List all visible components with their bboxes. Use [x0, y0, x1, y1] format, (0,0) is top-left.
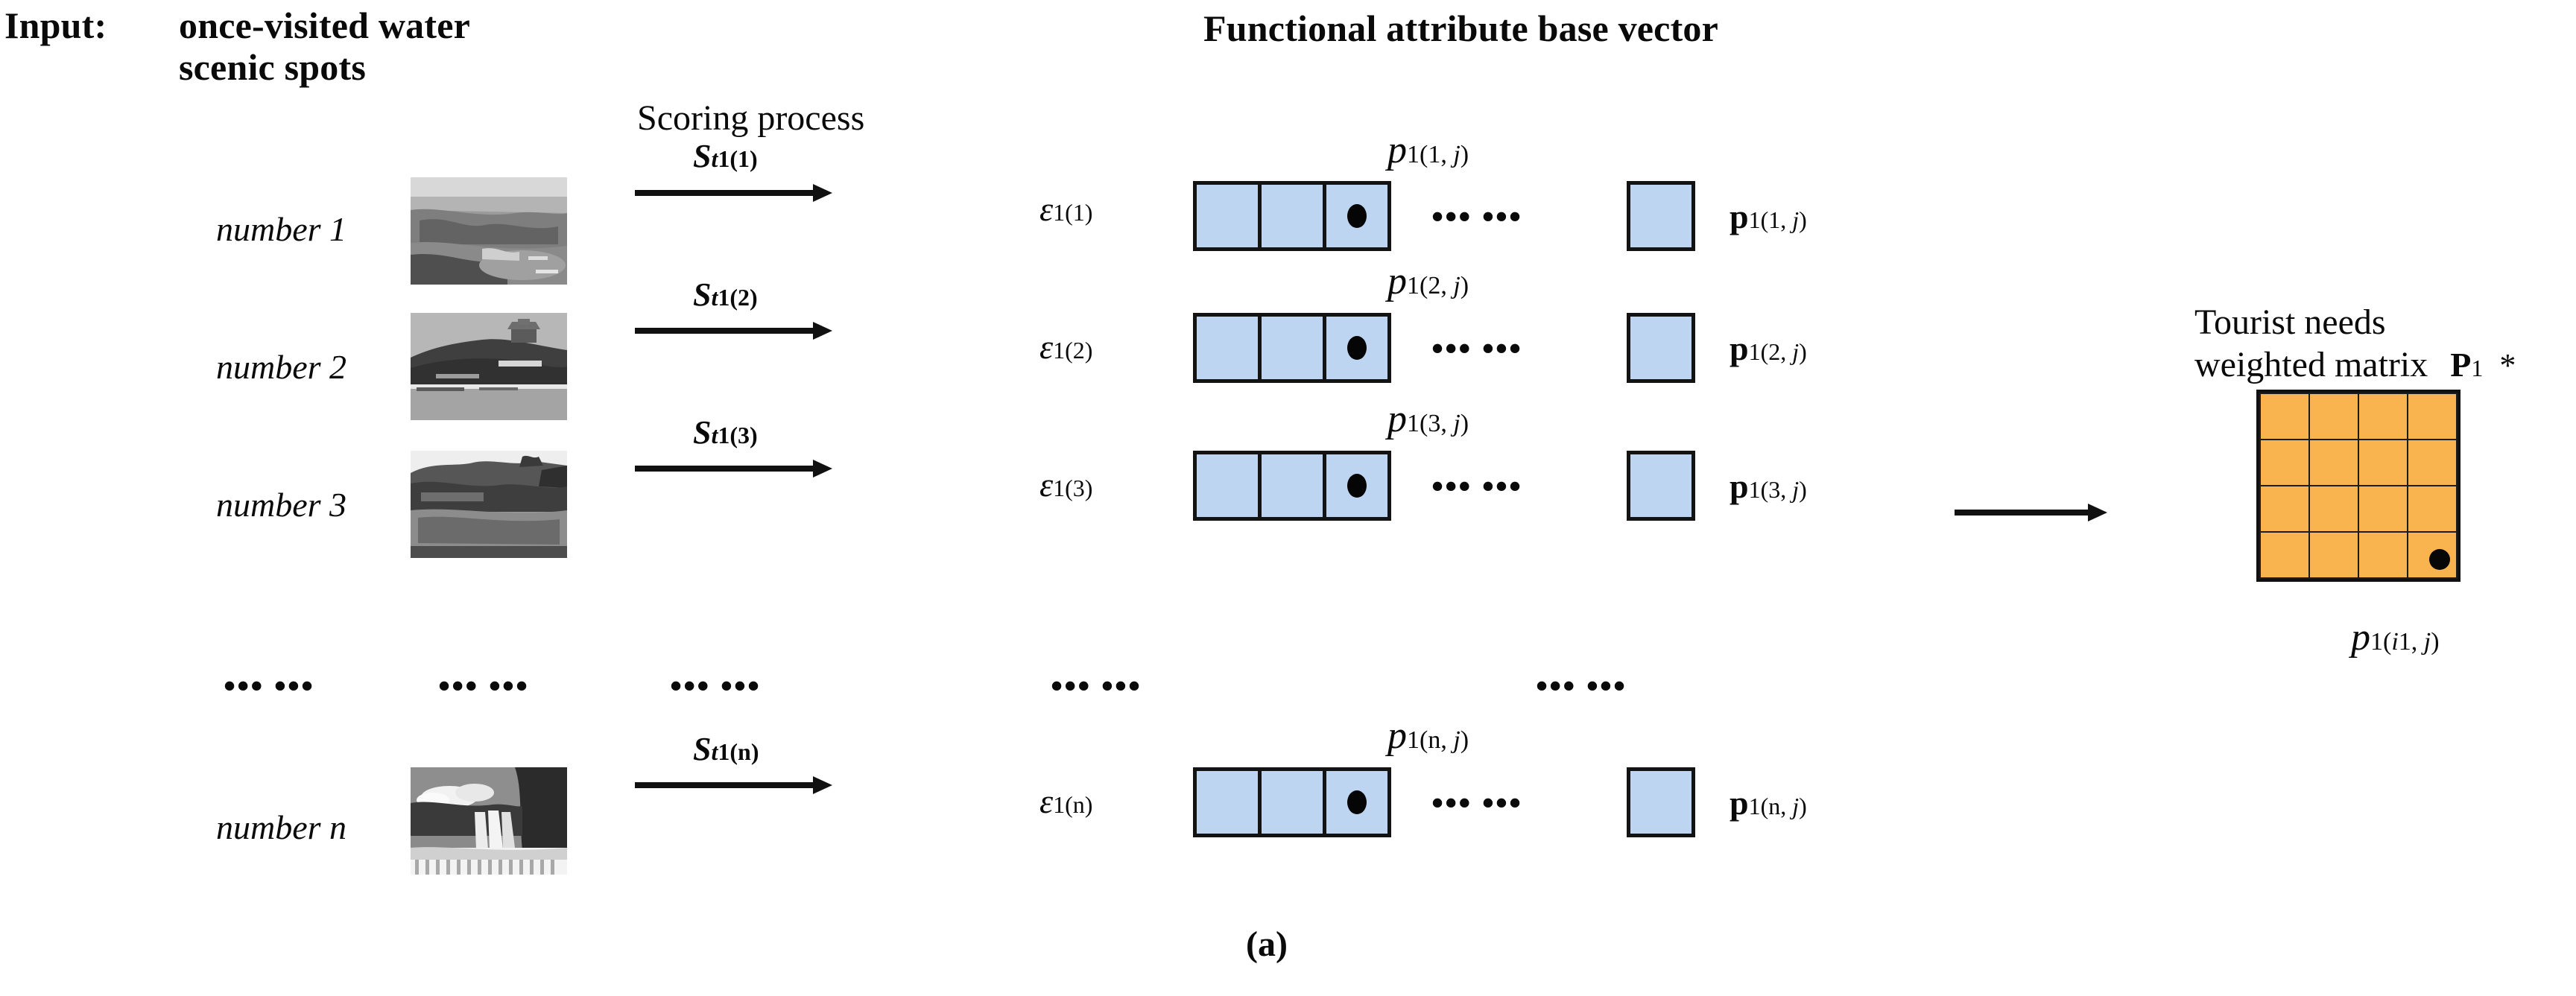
matrix-star: *: [2499, 347, 2516, 384]
p-right-label-2: p1(2, j): [1730, 329, 1807, 367]
row-label-n: number n: [216, 808, 347, 846]
matrix-cell: [2308, 393, 2359, 440]
vector-cell: [1258, 181, 1326, 251]
vector-ellipsis-2: ••• •••: [1431, 329, 1523, 367]
matrix-cell: [2407, 393, 2458, 440]
figure-caption: (a): [1246, 924, 1288, 964]
ellipsis-col-epsilon: ••• •••: [1051, 667, 1142, 705]
ellipsis-col-labels: ••• •••: [224, 667, 315, 705]
input-label: Input:: [4, 4, 107, 46]
ellipsis-col-vectors: ••• •••: [1536, 667, 1627, 705]
score-label-3: St1(3): [693, 414, 758, 451]
row-label-1: number 1: [216, 210, 347, 248]
photo-row-3: [411, 451, 567, 558]
epsilon-label-n: ε1(n): [1039, 782, 1093, 820]
arrow-row-1: [635, 184, 832, 202]
vector-ellipsis-n: ••• •••: [1431, 784, 1523, 822]
matrix-cell: [2259, 393, 2310, 440]
matrix-cell: [2308, 485, 2359, 533]
arrow-row-3: [635, 460, 832, 478]
photo-row-n: [411, 767, 567, 875]
vector-row-2: [1193, 313, 1391, 383]
ellipsis-col-photos: ••• •••: [438, 667, 530, 705]
matrix-cell: [2259, 531, 2310, 579]
p-top-label-2: p1(2, j): [1387, 260, 1469, 302]
value-dot: [1347, 790, 1367, 814]
arrow-to-matrix: [1955, 504, 2107, 521]
vector-cell: [1258, 767, 1326, 837]
matrix-cell: [2358, 485, 2408, 533]
vector-cell: [1193, 767, 1262, 837]
value-dot: [1347, 204, 1367, 228]
p-top-label-1: p1(1, j): [1387, 129, 1469, 171]
matrix-cell: [2259, 485, 2310, 533]
row-label-3: number 3: [216, 486, 347, 524]
arrow-row-n: [635, 776, 832, 794]
tourist-needs-line1: Tourist needs: [2194, 302, 2386, 342]
matrix-cell: [2308, 439, 2359, 486]
value-dot: [1347, 336, 1367, 360]
row-label-2: number 2: [216, 348, 347, 386]
tourist-needs-line2-text: weighted matrix: [2194, 345, 2428, 384]
ellipsis-col-arrows: ••• •••: [670, 667, 762, 705]
value-dot: [2429, 549, 2450, 570]
matrix-cell: [2407, 485, 2458, 533]
p-right-label-1: p1(1, j): [1730, 197, 1807, 235]
matrix-cell: [2259, 439, 2310, 486]
tourist-needs-matrix: [2256, 390, 2461, 582]
vector-cell: [1323, 313, 1391, 383]
functional-attribute-title: Functional attribute base vector: [1203, 7, 1719, 49]
value-dot: [1347, 474, 1367, 498]
input-title-line2: scenic spots: [179, 46, 367, 88]
vector-cell: [1193, 181, 1262, 251]
p-right-label-3: p1(3, j): [1730, 467, 1807, 505]
vector-ellipsis-3: ••• •••: [1431, 467, 1523, 505]
vector-cell: [1193, 313, 1262, 383]
vector-tail-cell-2: [1627, 313, 1695, 383]
vector-row-1: [1193, 181, 1391, 251]
vector-tail-cell-1: [1627, 181, 1695, 251]
vector-cell: [1258, 451, 1326, 521]
matrix-cell: [2358, 439, 2408, 486]
vector-cell: [1323, 181, 1391, 251]
matrix-symbol-P: P1: [2450, 346, 2484, 384]
vector-row-3: [1193, 451, 1391, 521]
scoring-process-title: Scoring process: [637, 98, 865, 138]
vector-tail-cell-3: [1627, 451, 1695, 521]
photo-row-2: [411, 313, 567, 420]
photo-row-1: [411, 177, 567, 285]
score-label-1: St1(1): [693, 138, 758, 174]
input-title-line1: once-visited water: [179, 4, 470, 46]
matrix-cell: [2407, 531, 2458, 579]
matrix-cell: [2407, 439, 2458, 486]
epsilon-label-2: ε1(2): [1039, 328, 1093, 366]
epsilon-label-1: ε1(1): [1039, 190, 1093, 228]
matrix-cell: [2358, 393, 2408, 440]
vector-cell: [1323, 767, 1391, 837]
vector-cell: [1193, 451, 1262, 521]
matrix-label: p1(i1, j): [2351, 616, 2440, 659]
p-top-label-n: p1(n, j): [1387, 714, 1469, 757]
score-label-2: St1(2): [693, 276, 758, 313]
p-top-label-3: p1(3, j): [1387, 398, 1469, 440]
score-label-n: St1(n): [693, 731, 759, 767]
matrix-cell: [2308, 531, 2359, 579]
vector-cell: [1323, 451, 1391, 521]
vector-cell: [1258, 313, 1326, 383]
vector-ellipsis-1: ••• •••: [1431, 197, 1523, 235]
p-right-label-n: p1(n, j): [1730, 784, 1807, 822]
vector-tail-cell-n: [1627, 767, 1695, 837]
vector-row-n: [1193, 767, 1391, 837]
tourist-needs-line2: weighted matrix P1 *: [2194, 344, 2516, 385]
matrix-cell: [2358, 531, 2408, 579]
epsilon-label-3: ε1(3): [1039, 466, 1093, 504]
arrow-row-2: [635, 322, 832, 340]
